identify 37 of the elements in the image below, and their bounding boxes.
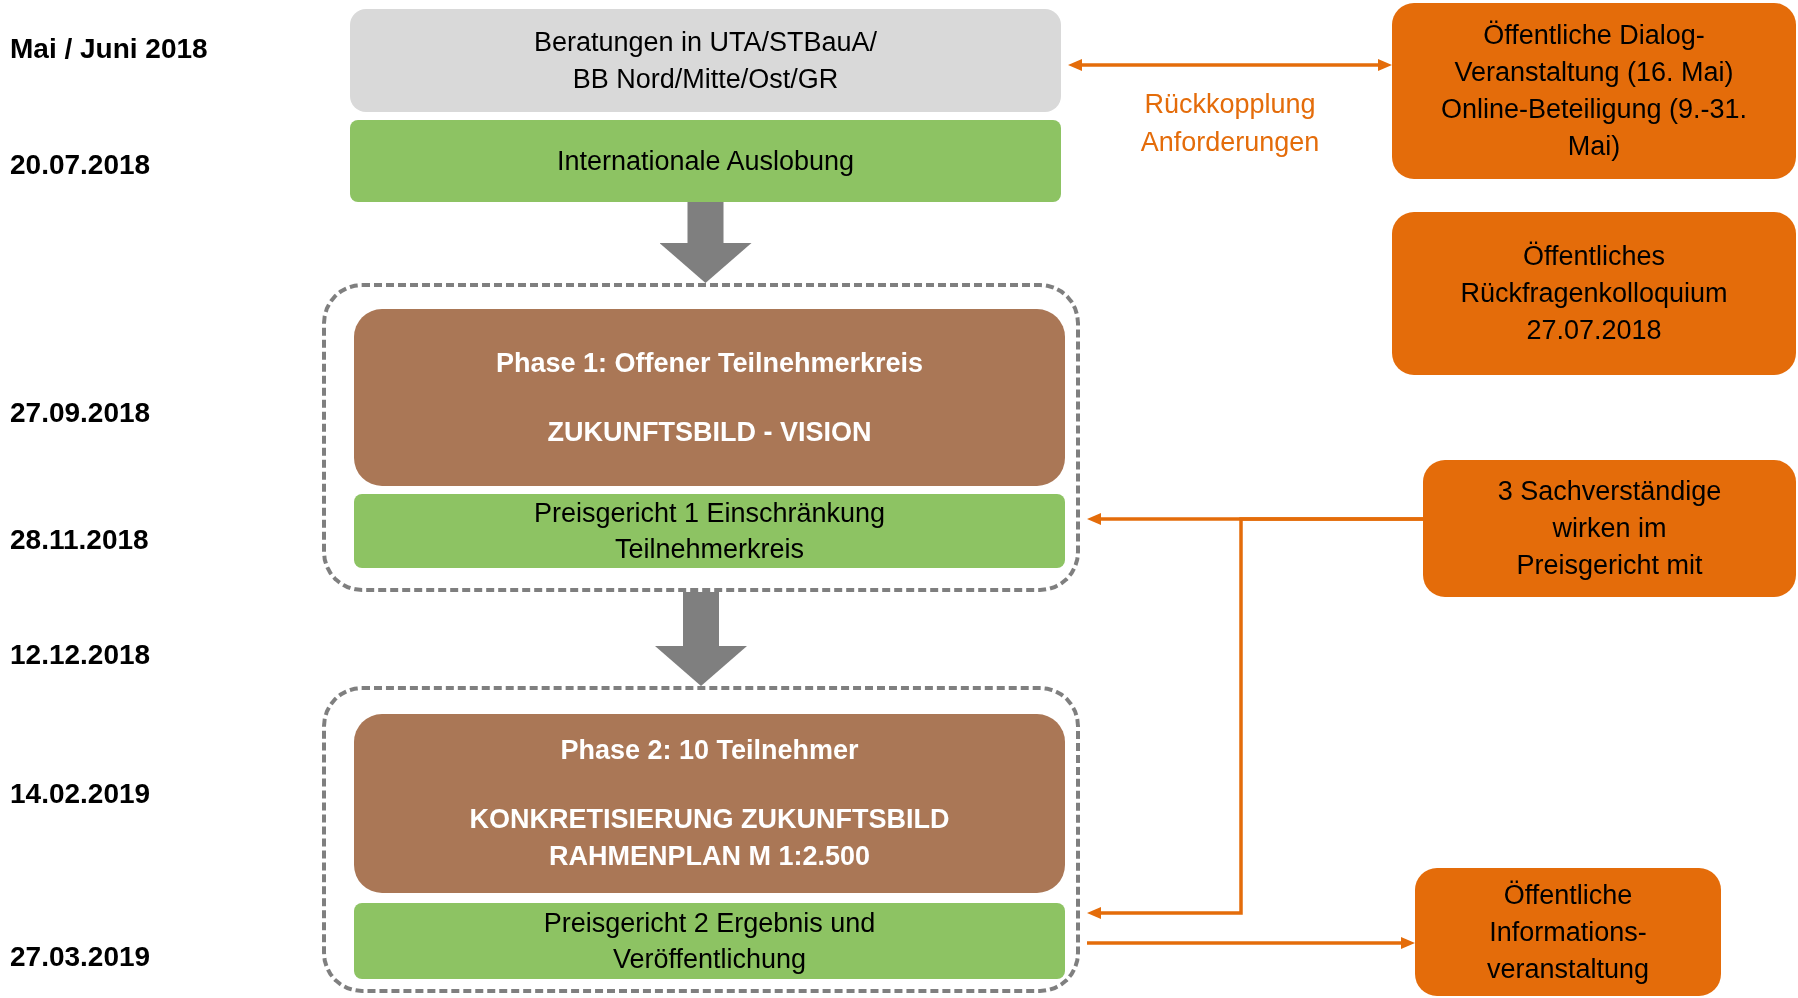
info-box — [1423, 460, 1796, 597]
date-label: 28.11.2018 — [10, 524, 149, 556]
process-box — [350, 120, 1061, 202]
process-box — [354, 903, 1065, 979]
node-text: Online-Beteiligung (9.-31. Mai) — [1439, 93, 1749, 163]
node-text: Phase 1: Offener Teilnehmerkreis — [495, 346, 924, 380]
node-text: ZUKUNFTSBILD - VISION — [547, 415, 872, 449]
node-text: Internationale Auslobung — [556, 145, 855, 178]
phase-box — [354, 714, 1065, 893]
arrow — [1087, 937, 1415, 949]
dashed-group-frame — [322, 283, 1080, 592]
date-label: 20.07.2018 — [10, 149, 151, 181]
node-text: Preisgericht 2 Ergebnis und Veröffentlichung — [542, 907, 877, 976]
node-text: Öffentliche Informations- veranstaltung — [1485, 878, 1651, 986]
info-box — [1392, 212, 1796, 375]
node-text: Beratungen in UTA/STBauA/ BB Nord/Mitte/Ost/GR — [532, 25, 879, 96]
node-text: Öffentliches Rückfragenkolloquium 27.07.2018 — [1459, 240, 1729, 347]
node-text: Phase 2: 10 Teilnehmer — [560, 734, 859, 767]
node-text: Öffentliche Dialog- Veranstaltung (16. Mai) — [1453, 19, 1735, 89]
info-box — [1415, 868, 1721, 996]
date-label: 27.03.2019 — [10, 941, 151, 973]
node-text: Preisgericht 1 Einschränkung Teilnehmerkreis — [532, 497, 887, 566]
block-arrow — [655, 592, 747, 686]
date-label: 14.02.2019 — [10, 778, 151, 810]
arrow — [1087, 517, 1423, 919]
date-label: Mai / Juni 2018 — [10, 33, 208, 65]
info-box — [1392, 3, 1796, 179]
node-text: 3 Sachverständige wirken im Preisgericht mit — [1496, 475, 1723, 582]
date-label: 12.12.2018 — [10, 639, 151, 671]
phase-box — [354, 309, 1065, 486]
process-box — [354, 494, 1065, 568]
process-box — [350, 9, 1061, 112]
arrow — [1068, 59, 1392, 71]
dashed-group-frame — [322, 686, 1080, 993]
block-arrow — [659, 202, 752, 283]
date-label: 27.09.2018 — [10, 397, 151, 429]
node-text: KONKRETISIERUNG ZUKUNFTSBILD RAHMENPLAN M 1:2.500 — [468, 803, 951, 873]
